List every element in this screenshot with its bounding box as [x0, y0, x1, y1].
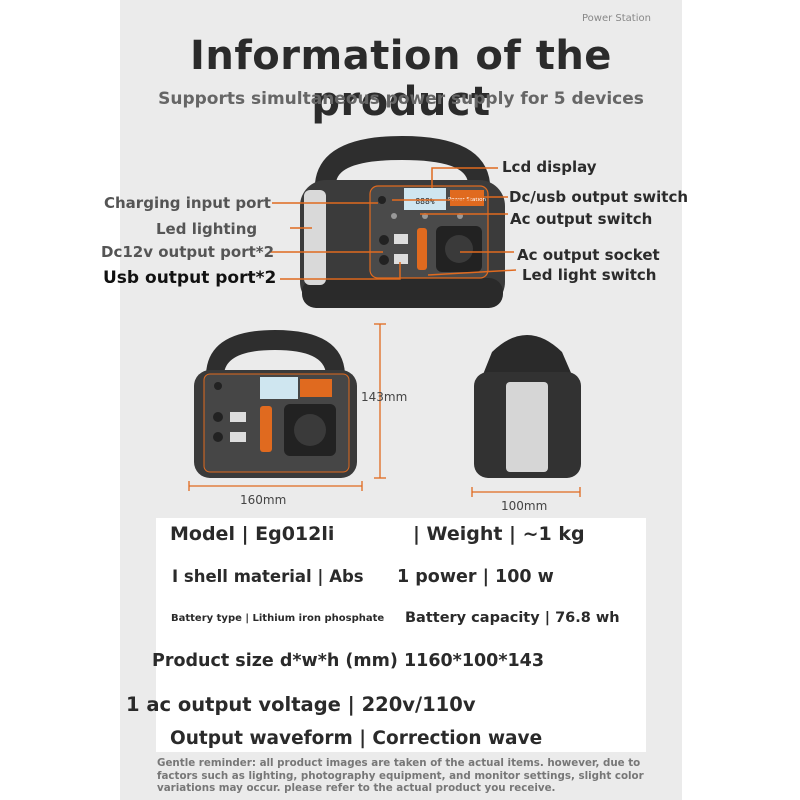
callout-charging-input: Charging input port — [104, 194, 271, 212]
lcd-screen — [404, 188, 446, 210]
line-usb — [280, 262, 401, 280]
button-shape — [391, 213, 397, 219]
callout-dc12v-port: Dc12v output port*2 — [101, 243, 275, 261]
spec-waveform: Output waveform | Correction wave — [170, 728, 543, 749]
usb-port-shape — [394, 254, 408, 264]
line-led-switch — [427, 269, 517, 276]
dc-port-shape — [379, 255, 389, 265]
spec-model: Model | Eg012li — [170, 523, 335, 545]
callout-lcd-display: Lcd display — [502, 158, 597, 176]
main-device-image: 888% Power Station — [300, 136, 505, 308]
depth-dimension: 100mm — [501, 499, 548, 513]
callout-usb-port: Usb output port*2 — [103, 268, 277, 288]
line-lcd — [431, 167, 498, 188]
height-dimension: 143mm — [361, 390, 408, 404]
led-panel — [304, 190, 326, 285]
spec-battery-capacity: Battery capacity | 76.8 wh — [405, 610, 620, 626]
spec-voltage: 1 ac output voltage | 220v/110v — [126, 693, 476, 716]
callout-led-lighting: Led lighting — [156, 220, 258, 238]
spec-weight: | Weight | ~1 kg — [413, 523, 585, 545]
usb-port-shape — [394, 234, 408, 244]
specs-box — [156, 518, 646, 752]
brand-tag: Power Station — [582, 13, 651, 24]
spec-shell: I shell material | Abs — [172, 567, 364, 586]
callout-led-switch: Led light switch — [522, 266, 657, 284]
dc-port-shape — [379, 235, 389, 245]
gentle-reminder: Gentle reminder: all product images are … — [157, 757, 644, 794]
page-title: Information of the product — [190, 33, 612, 125]
spec-size: Product size d*w*h (mm) 1160*100*143 — [152, 651, 545, 671]
page-subtitle: Supports simultaneous power supply for 5… — [158, 89, 644, 109]
charging-port-shape — [378, 196, 386, 204]
front-view-image — [194, 330, 357, 478]
device-base — [302, 278, 503, 308]
brand-plate — [450, 190, 484, 206]
led-bar-shape — [417, 228, 427, 270]
callout-ac-socket: Ac output socket — [517, 246, 660, 264]
lcd-digits: 888% — [415, 197, 434, 206]
handle-shape — [315, 136, 490, 183]
spec-battery-type: Battery type | Lithium iron phosphate — [171, 613, 385, 624]
spec-power: 1 power | 100 w — [397, 567, 554, 587]
line-dc-usb — [392, 196, 508, 201]
width-dimension: 160mm — [240, 493, 287, 507]
callout-ac-output-switch: Ac output switch — [510, 210, 653, 228]
side-view-image — [474, 335, 581, 478]
callout-dc-usb-switch: Dc/usb output switch — [509, 188, 689, 206]
